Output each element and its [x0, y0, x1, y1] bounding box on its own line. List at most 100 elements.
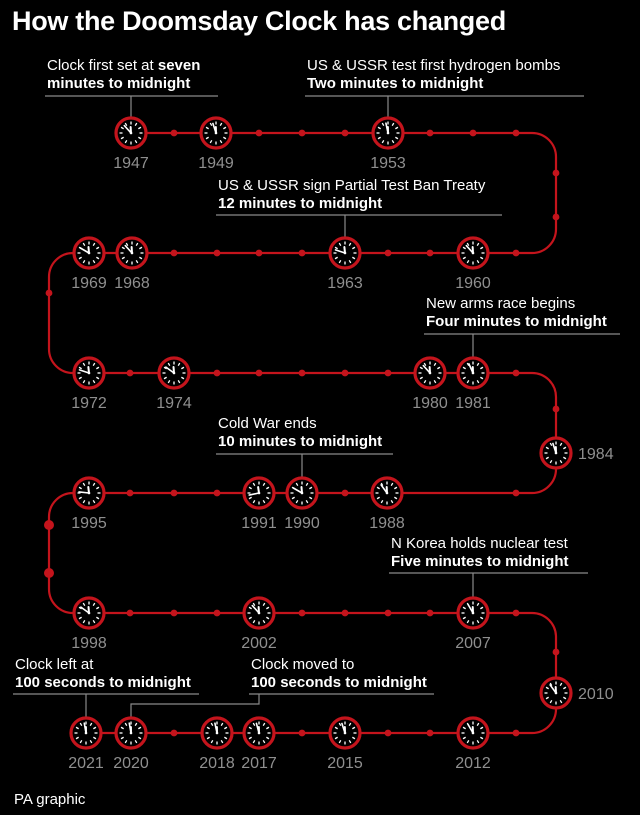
- clock-1998: 1998: [71, 596, 107, 652]
- track-dot: [45, 289, 53, 297]
- track-dot: [255, 369, 263, 377]
- clock-tick: [138, 126, 142, 130]
- clock-tick: [462, 256, 466, 260]
- clock-tick: [82, 620, 86, 624]
- clock-1988: 1988: [369, 476, 405, 532]
- clock-tick: [390, 482, 394, 486]
- clock-2021: 2021: [68, 716, 104, 772]
- clock-pivot: [87, 611, 91, 615]
- track-dot: [170, 609, 178, 617]
- track-dot: [213, 369, 221, 377]
- clock-minute-hand: [248, 492, 260, 496]
- clock-minute-hand: [80, 606, 90, 614]
- clock-tick: [437, 366, 441, 370]
- clock-tick: [205, 126, 209, 130]
- clock-tick: [92, 260, 96, 264]
- callout-lines: [13, 95, 620, 720]
- clock-tick: [96, 496, 100, 500]
- clock-tick: [78, 376, 82, 380]
- year-label-1953: 1953: [370, 155, 406, 172]
- clock-tick: [563, 696, 567, 700]
- clock-tick: [480, 256, 484, 260]
- track-dot: [552, 405, 560, 413]
- clock-tick: [138, 736, 142, 740]
- clock-tick: [252, 602, 256, 606]
- clock-tick: [462, 376, 466, 380]
- clock-tick: [423, 380, 427, 384]
- clock-minute-hand: [255, 722, 260, 734]
- clock-tick: [476, 722, 480, 726]
- clock-tick: [305, 500, 309, 504]
- track-dot: [255, 249, 263, 257]
- clock-tick: [209, 122, 213, 126]
- clock-tick: [545, 686, 549, 690]
- clock-1968: 1968: [114, 236, 150, 292]
- clock-2020: 2020: [113, 716, 149, 772]
- year-label-1949: 1949: [198, 155, 234, 172]
- year-label-2017: 2017: [241, 755, 277, 772]
- clock-tick: [248, 616, 252, 620]
- clock-tick: [210, 722, 214, 726]
- annotation-moved-to: Clock moved to 100 seconds to midnight: [251, 656, 427, 691]
- clock-tick: [559, 682, 563, 686]
- clock-tick: [89, 740, 93, 744]
- clock-tick: [262, 740, 266, 744]
- track-dot: [213, 609, 221, 617]
- track-dot: [170, 729, 178, 737]
- clock-1969: 1969: [71, 236, 107, 292]
- clock-tick: [82, 362, 86, 366]
- clock-tick: [138, 136, 142, 140]
- clock-pivot: [386, 131, 390, 135]
- clock-2018: 2018: [199, 716, 235, 772]
- clock-tick: [262, 722, 266, 726]
- clock-tick: [377, 136, 381, 140]
- clock-tick: [82, 242, 86, 246]
- clock-tick: [82, 260, 86, 264]
- clock-tick: [120, 136, 124, 140]
- clock-tick: [224, 726, 228, 730]
- clock-minute-hand: [385, 122, 389, 134]
- clock-tick: [120, 736, 124, 740]
- track-dot: [426, 129, 434, 137]
- clock-pivot: [257, 611, 261, 615]
- clock-tick: [206, 726, 210, 730]
- clock-tick: [181, 366, 185, 370]
- annotation-left-at: Clock left at 100 seconds to midnight: [15, 656, 191, 691]
- track-dot: [126, 609, 134, 617]
- clock-tick: [135, 260, 139, 264]
- year-label-1998: 1998: [71, 635, 107, 652]
- year-label-2010: 2010: [578, 686, 614, 703]
- clock-tick: [394, 486, 398, 490]
- clock-2017: 2017: [241, 716, 277, 772]
- track-dot: [298, 609, 306, 617]
- clock-tick: [223, 126, 227, 130]
- track-dot: [298, 729, 306, 737]
- clock-tick: [266, 616, 270, 620]
- clock-tick: [96, 606, 100, 610]
- clock-minute-hand: [467, 603, 474, 614]
- clock-tick: [480, 616, 484, 620]
- clock-tick: [79, 740, 83, 744]
- clock-tick: [177, 380, 181, 384]
- annotation-cold-war: Cold War ends 10 minutes to midnight: [218, 415, 383, 450]
- clock-pivot: [471, 731, 475, 735]
- track-dot: [341, 129, 349, 137]
- clock-tick: [120, 726, 124, 730]
- clock-minute-hand: [78, 491, 90, 494]
- clock-tick: [266, 496, 270, 500]
- track-dot: [341, 369, 349, 377]
- clock-pivot: [84, 731, 88, 735]
- year-label-1974: 1974: [156, 395, 192, 412]
- clock-tick: [480, 376, 484, 380]
- clock-tick: [75, 726, 79, 730]
- clock-tick: [96, 256, 100, 260]
- clock-pivot: [214, 131, 218, 135]
- clock-tick: [124, 722, 128, 726]
- clock-minute-hand: [123, 124, 132, 134]
- clock-tick: [390, 500, 394, 504]
- year-label-1960: 1960: [455, 275, 491, 292]
- clock-tick: [96, 246, 100, 250]
- clock-tick: [334, 736, 338, 740]
- clock-tick: [89, 722, 93, 726]
- clock-tick: [466, 242, 470, 246]
